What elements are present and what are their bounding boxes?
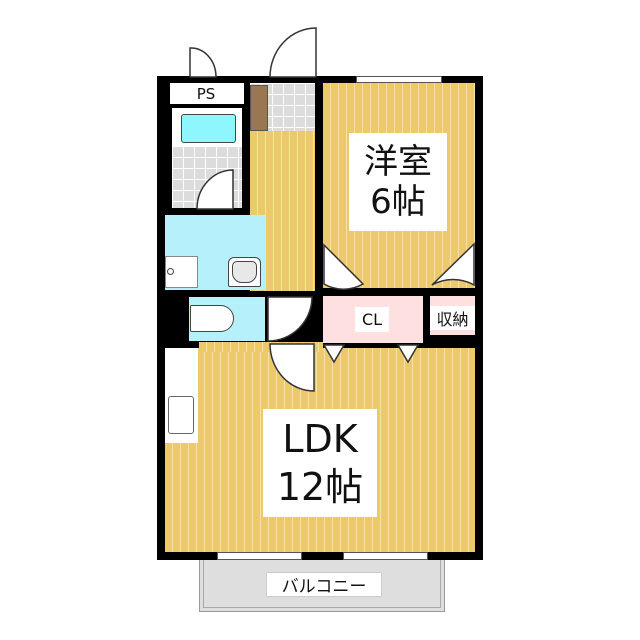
ldk-label: LDK 12帖 <box>263 409 377 517</box>
entrance-door <box>269 27 317 78</box>
balcony-label: バルコニー <box>266 572 382 597</box>
ldk-door <box>269 343 315 392</box>
bathtub <box>181 114 236 143</box>
balcony-railing <box>203 556 441 608</box>
toilet <box>190 305 234 332</box>
storage-label: 収納 <box>430 306 475 330</box>
drain-icon <box>167 268 174 275</box>
ldk-floor <box>165 348 475 552</box>
western-room-size: 6帖 <box>370 182 426 222</box>
storage-door <box>431 242 475 287</box>
washbasin-bowl <box>232 261 257 283</box>
closet-door-left <box>322 344 346 364</box>
kitchen-sink <box>168 396 194 434</box>
shoe-box <box>250 85 268 131</box>
western-room-label: 洋室 6帖 <box>349 133 447 231</box>
window-ldk-left[interactable] <box>217 552 302 560</box>
ldk-hall-extension <box>199 342 323 352</box>
toilet-door <box>267 296 313 342</box>
ps-door <box>189 47 217 78</box>
closet-label: CL <box>355 307 389 332</box>
washing-machine-space <box>165 256 198 288</box>
bathroom-door <box>196 169 234 210</box>
closet-door-right <box>396 344 420 364</box>
ldk-name: LDK <box>282 417 358 461</box>
western-room-name: 洋室 <box>364 142 432 182</box>
window-ldk-right[interactable] <box>343 552 428 560</box>
western-room-door <box>323 243 365 290</box>
window-western-room[interactable] <box>356 76 442 83</box>
ldk-size: 12帖 <box>276 465 364 509</box>
ps-label: PS <box>192 83 220 104</box>
